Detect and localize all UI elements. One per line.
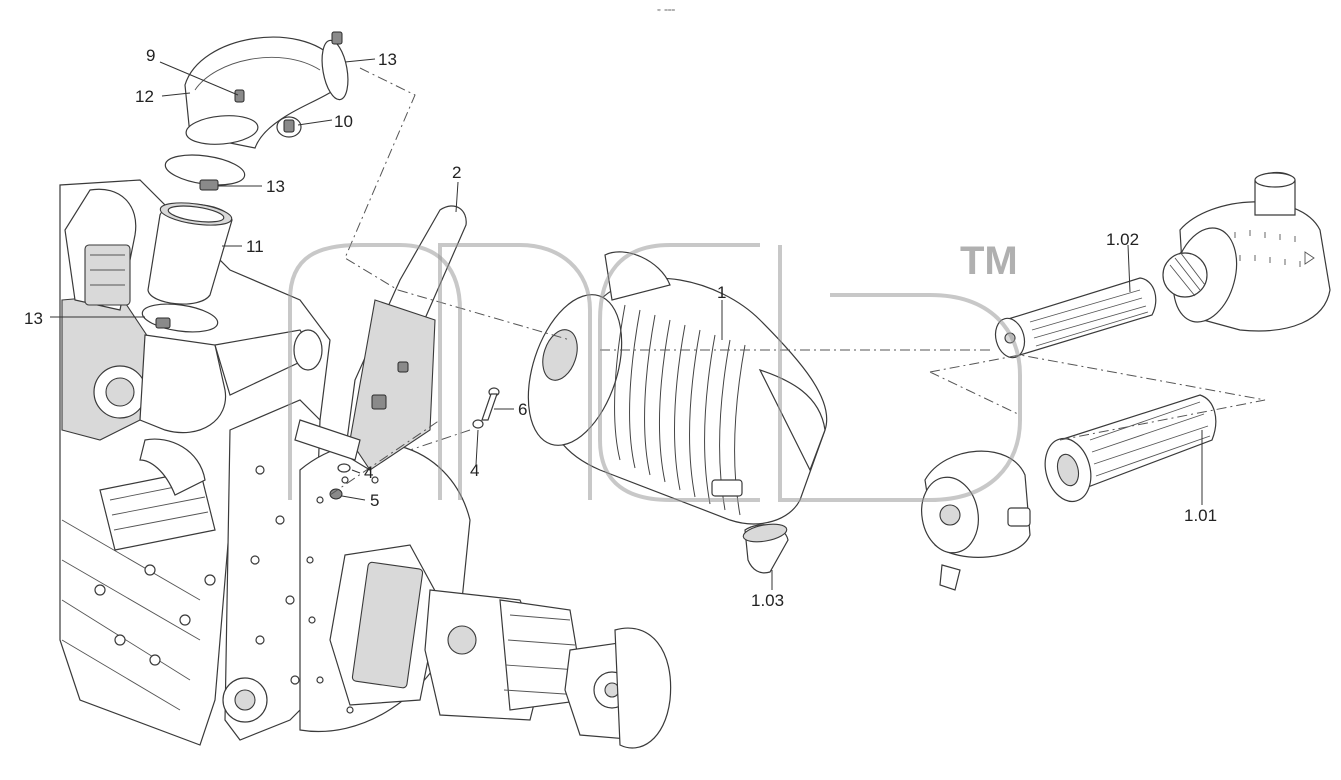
dust-valve-1.03	[742, 523, 789, 574]
clamp-13-top	[321, 31, 349, 101]
callout-1: 1	[717, 283, 726, 302]
intake-elbow-12	[184, 36, 346, 149]
sensor-port-10	[276, 116, 302, 138]
outer-element-1.01	[1044, 394, 1217, 503]
clamp-13-low	[141, 303, 219, 333]
callout-4-right: 4	[470, 461, 479, 480]
nut-5	[329, 488, 343, 500]
header-mark: ≈ ===	[657, 7, 675, 14]
turbo-inlet-elbow	[139, 329, 323, 434]
dash-line-clamp	[344, 67, 416, 291]
callout-9: 9	[146, 46, 155, 65]
washer-4-right	[472, 419, 484, 429]
callout-2: 2	[452, 163, 461, 182]
dash-line-bolts	[329, 419, 471, 496]
callout-12: 12	[135, 87, 154, 106]
hose-11	[147, 202, 233, 305]
callout-5: 5	[370, 491, 379, 510]
watermark-trademark: TM	[960, 239, 1018, 283]
callout-6: 6	[518, 400, 527, 419]
callout-1.02: 1.02	[1106, 230, 1139, 249]
end-cap-assembly	[921, 450, 1031, 591]
callout-13-low: 13	[24, 309, 43, 328]
leader-lines	[50, 58, 1203, 590]
cover-assembly-right	[1162, 171, 1331, 332]
washer-4-left	[337, 463, 351, 473]
callout-4-left: 4	[364, 463, 373, 482]
clamp-13-mid	[164, 154, 246, 191]
dash-line-elements	[929, 354, 1266, 441]
engine-assembly	[59, 179, 672, 749]
callout-1.01: 1.01	[1184, 506, 1217, 525]
callout-10: 10	[334, 112, 353, 131]
watermark-logo: TM	[288, 239, 1022, 502]
callout-1.03: 1.03	[751, 591, 784, 610]
bolt-6	[481, 387, 500, 421]
mounting-bracket-2	[294, 205, 467, 471]
dash-line-main	[397, 289, 990, 351]
plug-9	[234, 89, 245, 103]
callout-11: 11	[246, 237, 264, 256]
callout-13-top: 13	[378, 50, 397, 69]
callout-13-mid: 13	[266, 177, 285, 196]
